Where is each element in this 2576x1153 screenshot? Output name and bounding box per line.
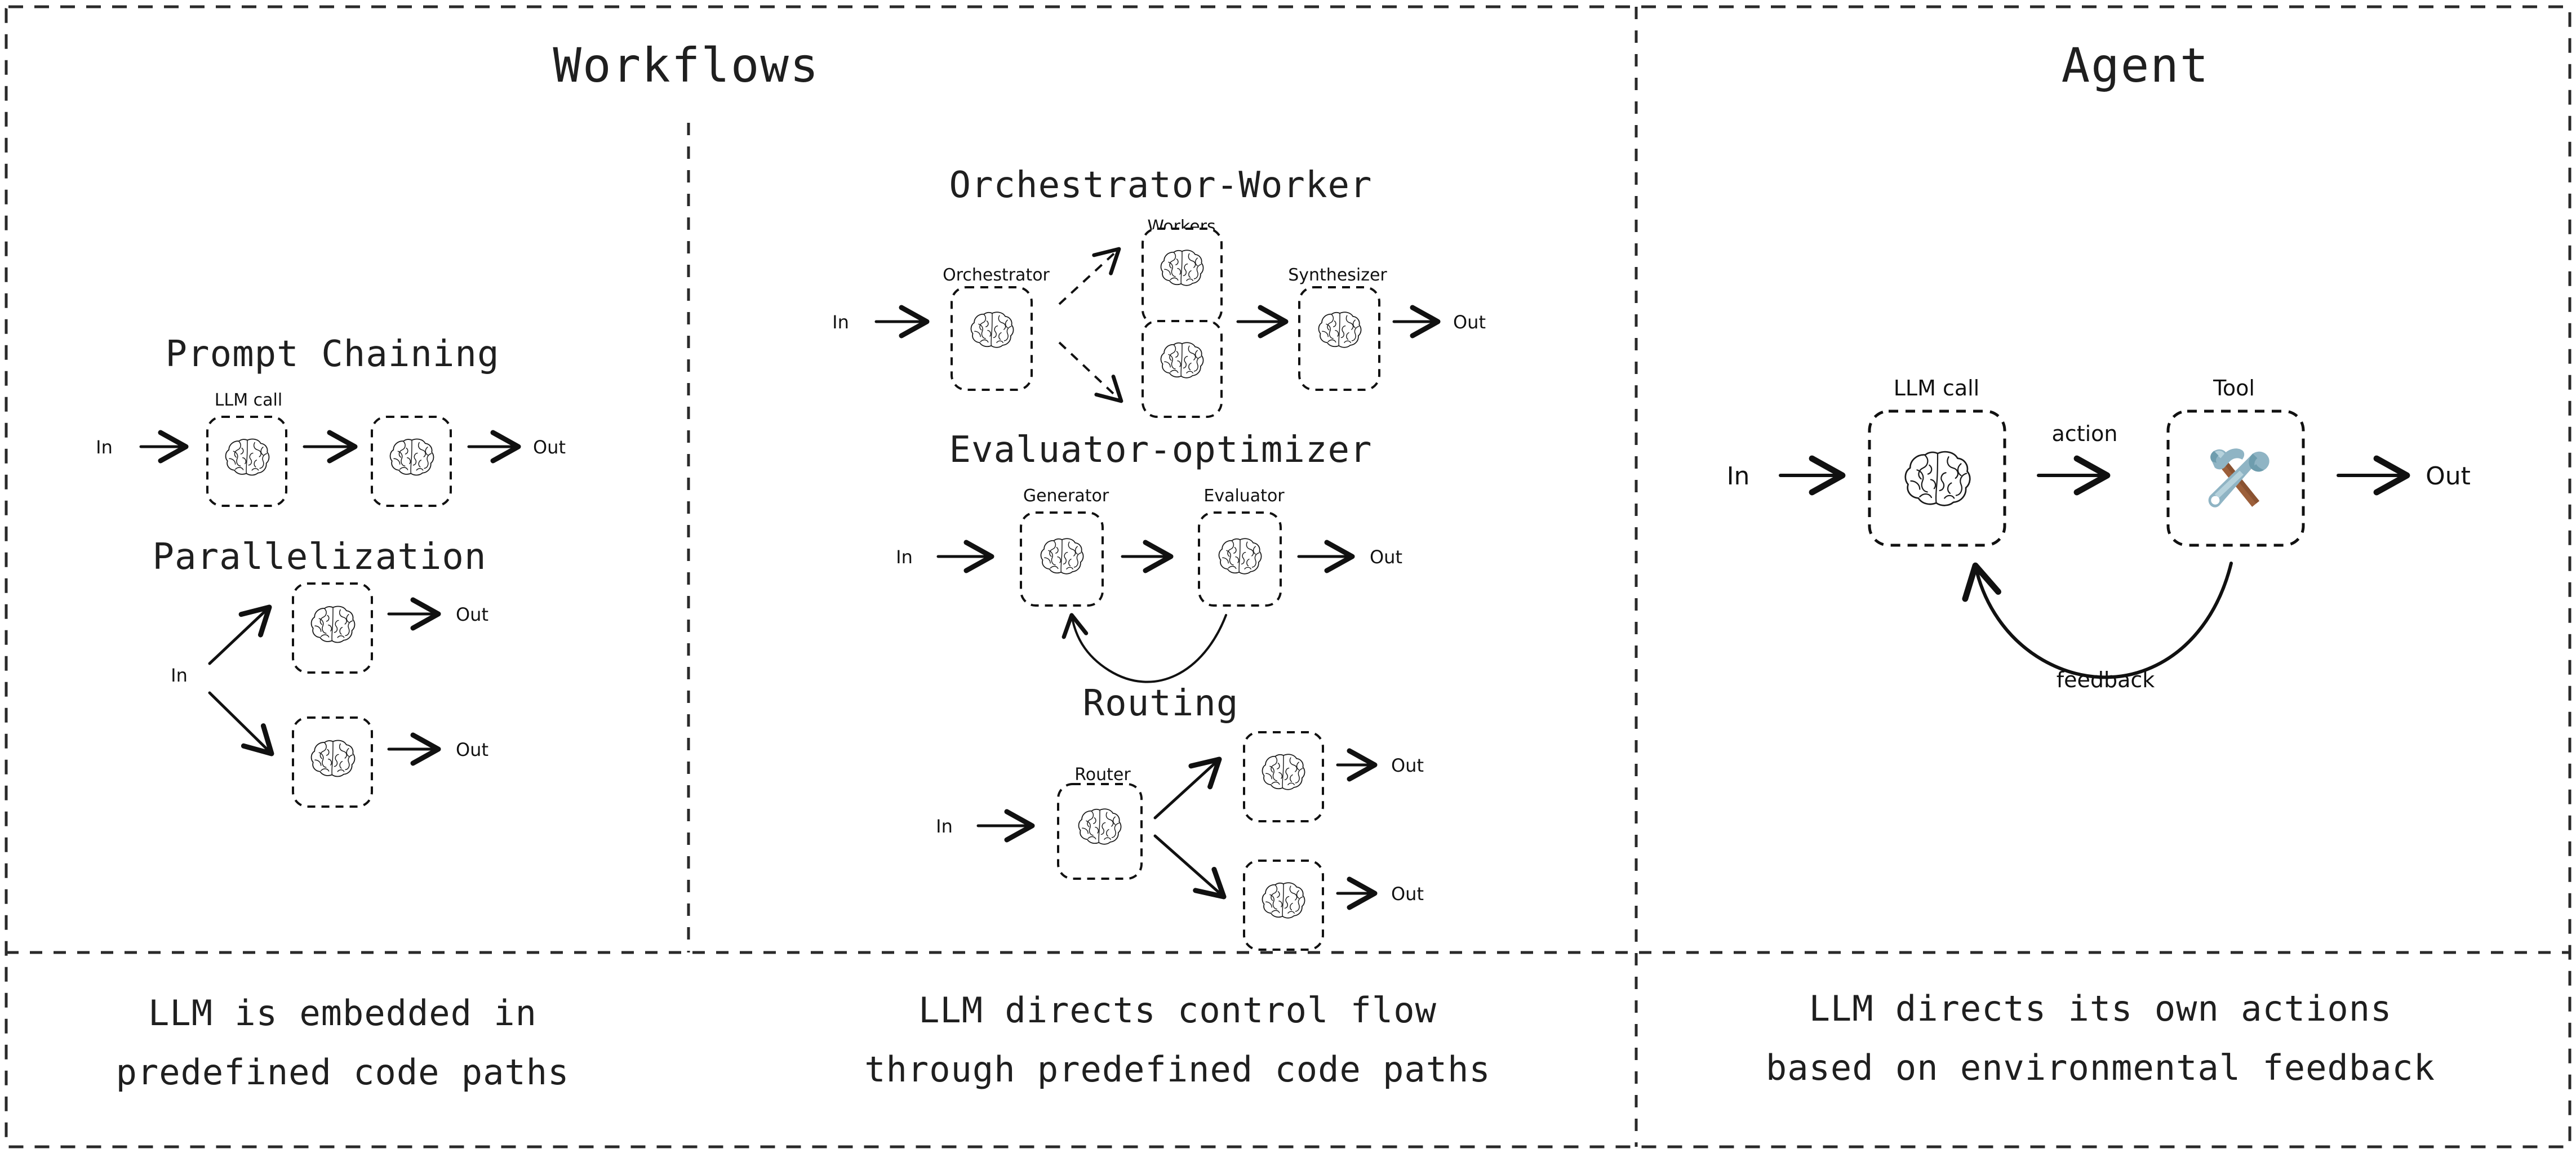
routing-title: Routing [1083, 683, 1239, 724]
brain-icon [1262, 754, 1305, 790]
brain-icon [310, 740, 356, 777]
evaluator-output: Out [1370, 546, 1402, 568]
parallelization-input: In [171, 665, 188, 686]
routing-output-bottom: Out [1391, 883, 1424, 905]
brain-icon [1318, 311, 1362, 348]
agent-tool-label: Tool [2213, 376, 2255, 400]
parallelization-title: Parallelization [153, 536, 487, 578]
agent-feedback-loop [1962, 562, 2233, 679]
synthesizer-label: Synthesizer [1288, 265, 1387, 285]
agent-title: Agent [2062, 38, 2210, 93]
caption-left-line2: predefined code paths [116, 1052, 570, 1093]
caption-left-line1: LLM is embedded in [148, 992, 537, 1034]
agent-output: Out [2426, 462, 2471, 491]
brain-icon [1078, 808, 1122, 845]
arrow-in-to-branch-top [208, 604, 272, 665]
orchestrator-input: In [832, 311, 849, 333]
brain-icon [1160, 250, 1204, 286]
arrow-in-to-branch-bottom [208, 691, 274, 756]
brain-icon [310, 606, 356, 643]
agent-action-label: action [2052, 421, 2118, 446]
prompt-chaining-title: Prompt Chaining [166, 333, 500, 375]
prompt-chaining-input: In [96, 437, 113, 458]
orchestrator-worker-title: Orchestrator-Worker [949, 164, 1372, 206]
brain-icon [1218, 538, 1262, 575]
parallelization-output-top: Out [456, 604, 488, 625]
evaluator-input: In [896, 546, 913, 568]
routing-input: In [936, 816, 953, 837]
brain-icon [1040, 538, 1084, 575]
caption-right-line2: based on environmental feedback [1766, 1047, 2435, 1088]
brain-icon [970, 311, 1014, 348]
orchestrator-to-worker-bottom [1058, 341, 1123, 403]
outer-frame [5, 5, 2571, 1148]
arrow-router-to-branch-bottom [1153, 834, 1227, 900]
evaluator-label: Evaluator [1203, 486, 1285, 506]
orchestrator-output: Out [1453, 311, 1486, 333]
agent-input: In [1727, 462, 1750, 491]
routing-output-top: Out [1391, 755, 1424, 776]
workflows-title: Workflows [553, 38, 819, 93]
router-label: Router [1074, 765, 1131, 785]
agent-llm-call-label: LLM call [1894, 376, 1980, 400]
brain-icon [225, 438, 270, 476]
arrow-router-to-branch-top [1153, 756, 1222, 820]
orchestrator-label: Orchestrator [943, 265, 1050, 285]
parallelization-output-bottom: Out [456, 739, 488, 760]
evaluator-optimizer-title: Evaluator-optimizer [949, 429, 1372, 471]
llm-call-label: LLM call [215, 390, 282, 410]
orchestrator-to-worker-top [1058, 247, 1121, 305]
brain-icon [1904, 451, 1971, 506]
brain-icon [1160, 342, 1204, 379]
generator-label: Generator [1023, 486, 1109, 506]
brain-icon [1262, 882, 1305, 919]
caption-middle-line1: LLM directs control flow [918, 990, 1437, 1031]
caption-right-line1: LLM directs its own actions [1809, 988, 2392, 1029]
agent-feedback-label: feedback [2057, 667, 2155, 692]
caption-middle-line2: through predefined code paths [864, 1049, 1491, 1090]
evaluator-feedback-loop [1062, 613, 1227, 683]
brain-icon [389, 438, 434, 476]
prompt-chaining-output: Out [533, 437, 566, 458]
